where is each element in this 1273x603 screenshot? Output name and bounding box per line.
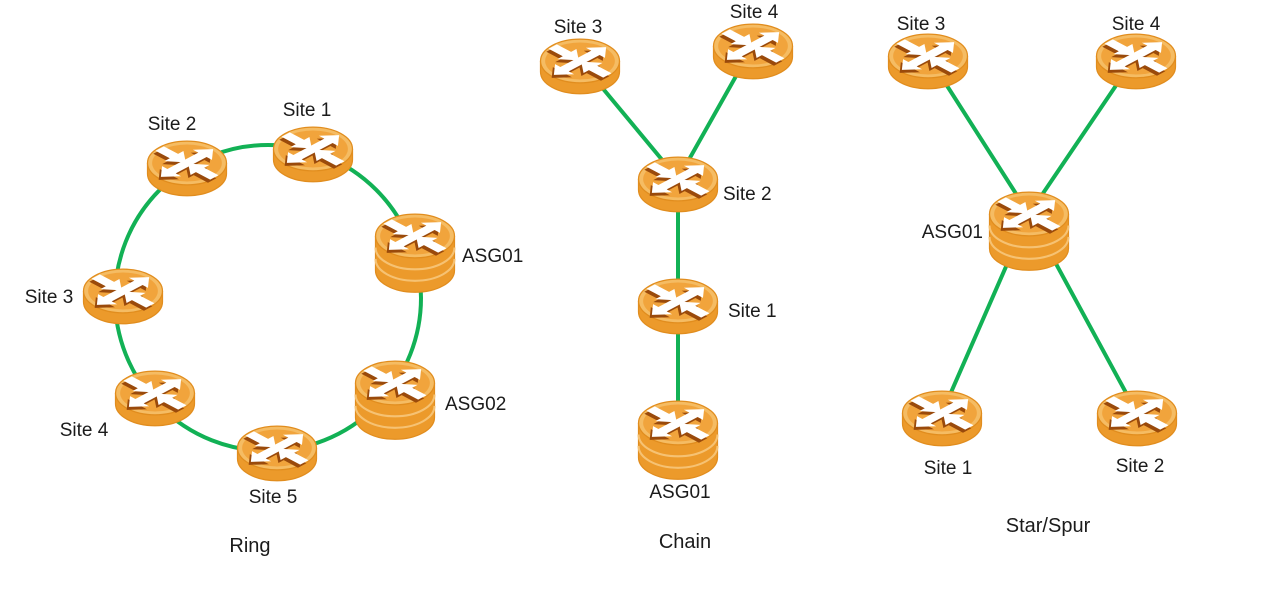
site2-label: Site 2 <box>723 184 772 205</box>
asg02-stacked-router-icon[interactable] <box>356 361 435 439</box>
site3-label: Site 3 <box>25 287 74 308</box>
site1-router-icon[interactable] <box>639 279 718 334</box>
site4-label: Site 4 <box>1112 14 1161 35</box>
asg01-stacked-router-icon[interactable] <box>639 401 718 479</box>
site3-router-icon[interactable] <box>889 34 968 89</box>
nodes-layer: Site 3 Site 4 Site 2 Site 1 ASG01 <box>541 2 793 503</box>
site1-label: Site 1 <box>924 458 973 479</box>
site5-label: Site 5 <box>249 487 298 508</box>
diagram-title-ring: Ring <box>229 535 270 557</box>
asg02-label: ASG02 <box>445 394 506 415</box>
site2-router-icon[interactable] <box>1098 391 1177 446</box>
site4-label: Site 4 <box>730 2 779 23</box>
site2-router-icon[interactable] <box>148 141 227 196</box>
asg01-stacked-router-icon[interactable] <box>990 192 1069 270</box>
site4-router-icon[interactable] <box>116 371 195 426</box>
site5-router-icon[interactable] <box>238 426 317 481</box>
site1-router-icon[interactable] <box>903 391 982 446</box>
site2-label: Site 2 <box>1116 456 1165 477</box>
site4-label: Site 4 <box>60 420 109 441</box>
site3-label: Site 3 <box>554 17 603 38</box>
site1-label: Site 1 <box>283 100 332 121</box>
asg01-label: ASG01 <box>922 222 983 243</box>
diagram-ring: Site 1 Site 2 Site 3 Site 4 Site 5 ASG02 ASG01… <box>25 100 524 557</box>
site4-router-icon[interactable] <box>1097 34 1176 89</box>
links-layer <box>578 44 755 425</box>
site3-label: Site 3 <box>897 14 946 35</box>
asg01-label: ASG01 <box>649 482 710 503</box>
site1-label: Site 1 <box>728 301 777 322</box>
nodes-layer: Site 1 Site 2 Site 3 Site 4 Site 5 ASG02 ASG01 <box>25 100 524 508</box>
site1-router-icon[interactable] <box>274 127 353 182</box>
site3-router-icon[interactable] <box>84 269 163 324</box>
site2-label: Site 2 <box>148 114 197 135</box>
diagram-title-chain: Chain <box>659 531 711 553</box>
site2-router-icon[interactable] <box>639 157 718 212</box>
site3-router-icon[interactable] <box>541 39 620 94</box>
site4-router-icon[interactable] <box>714 24 793 79</box>
asg01-label: ASG01 <box>462 246 523 267</box>
asg01-stacked-router-icon[interactable] <box>376 214 455 292</box>
diagram-title-star: Star/Spur <box>1006 515 1091 537</box>
